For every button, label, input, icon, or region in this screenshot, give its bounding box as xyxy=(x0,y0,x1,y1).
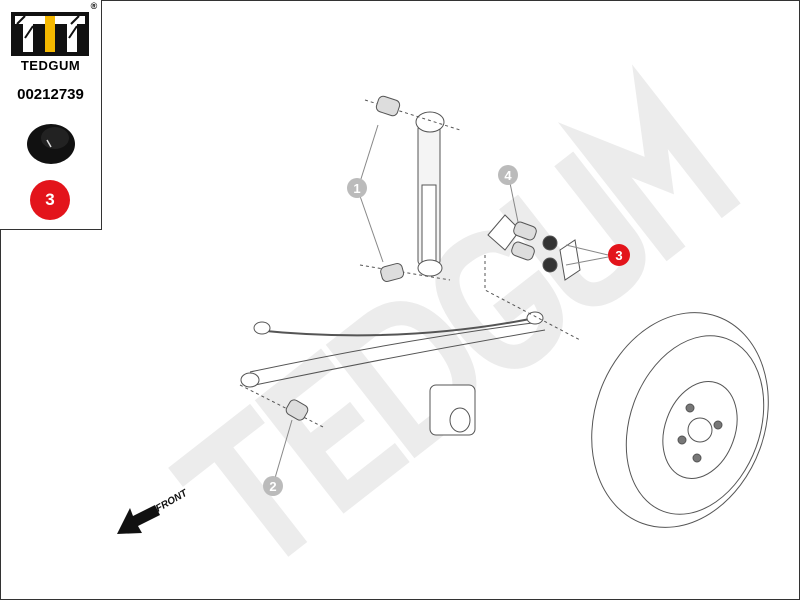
brand-name: TEDGUM xyxy=(20,58,81,73)
callout-4[interactable]: 4 xyxy=(498,165,518,185)
bushing-front xyxy=(239,384,326,429)
leaf-spring xyxy=(240,311,546,436)
wheel xyxy=(591,312,769,528)
highlight-badge-label: 3 xyxy=(45,190,55,209)
bushing-lower xyxy=(359,263,451,282)
product-info-panel: ® TEDGUM 00212739 3 xyxy=(0,0,102,230)
callout-2[interactable]: 2 xyxy=(263,476,283,496)
part-number: 00212739 xyxy=(17,86,84,103)
callout-4-label: 4 xyxy=(504,168,512,183)
callout-3-label: 3 xyxy=(615,248,622,263)
shock-absorber xyxy=(415,111,445,277)
front-direction-arrow: FRONT xyxy=(117,487,190,534)
callout-3[interactable]: 3 xyxy=(608,244,630,266)
callout-1[interactable]: 1 xyxy=(347,178,367,198)
tedgum-logo xyxy=(11,12,89,56)
callout-2-label: 2 xyxy=(269,479,276,494)
bushing-product-image xyxy=(27,124,75,164)
callout-1-label: 1 xyxy=(353,181,360,196)
bushing-upper xyxy=(364,95,461,131)
spring-shackle xyxy=(484,214,581,341)
watermark xyxy=(168,64,741,557)
highlight-badge: 3 xyxy=(30,180,70,220)
registered-mark: ® xyxy=(90,1,98,11)
front-label: FRONT xyxy=(154,487,190,514)
